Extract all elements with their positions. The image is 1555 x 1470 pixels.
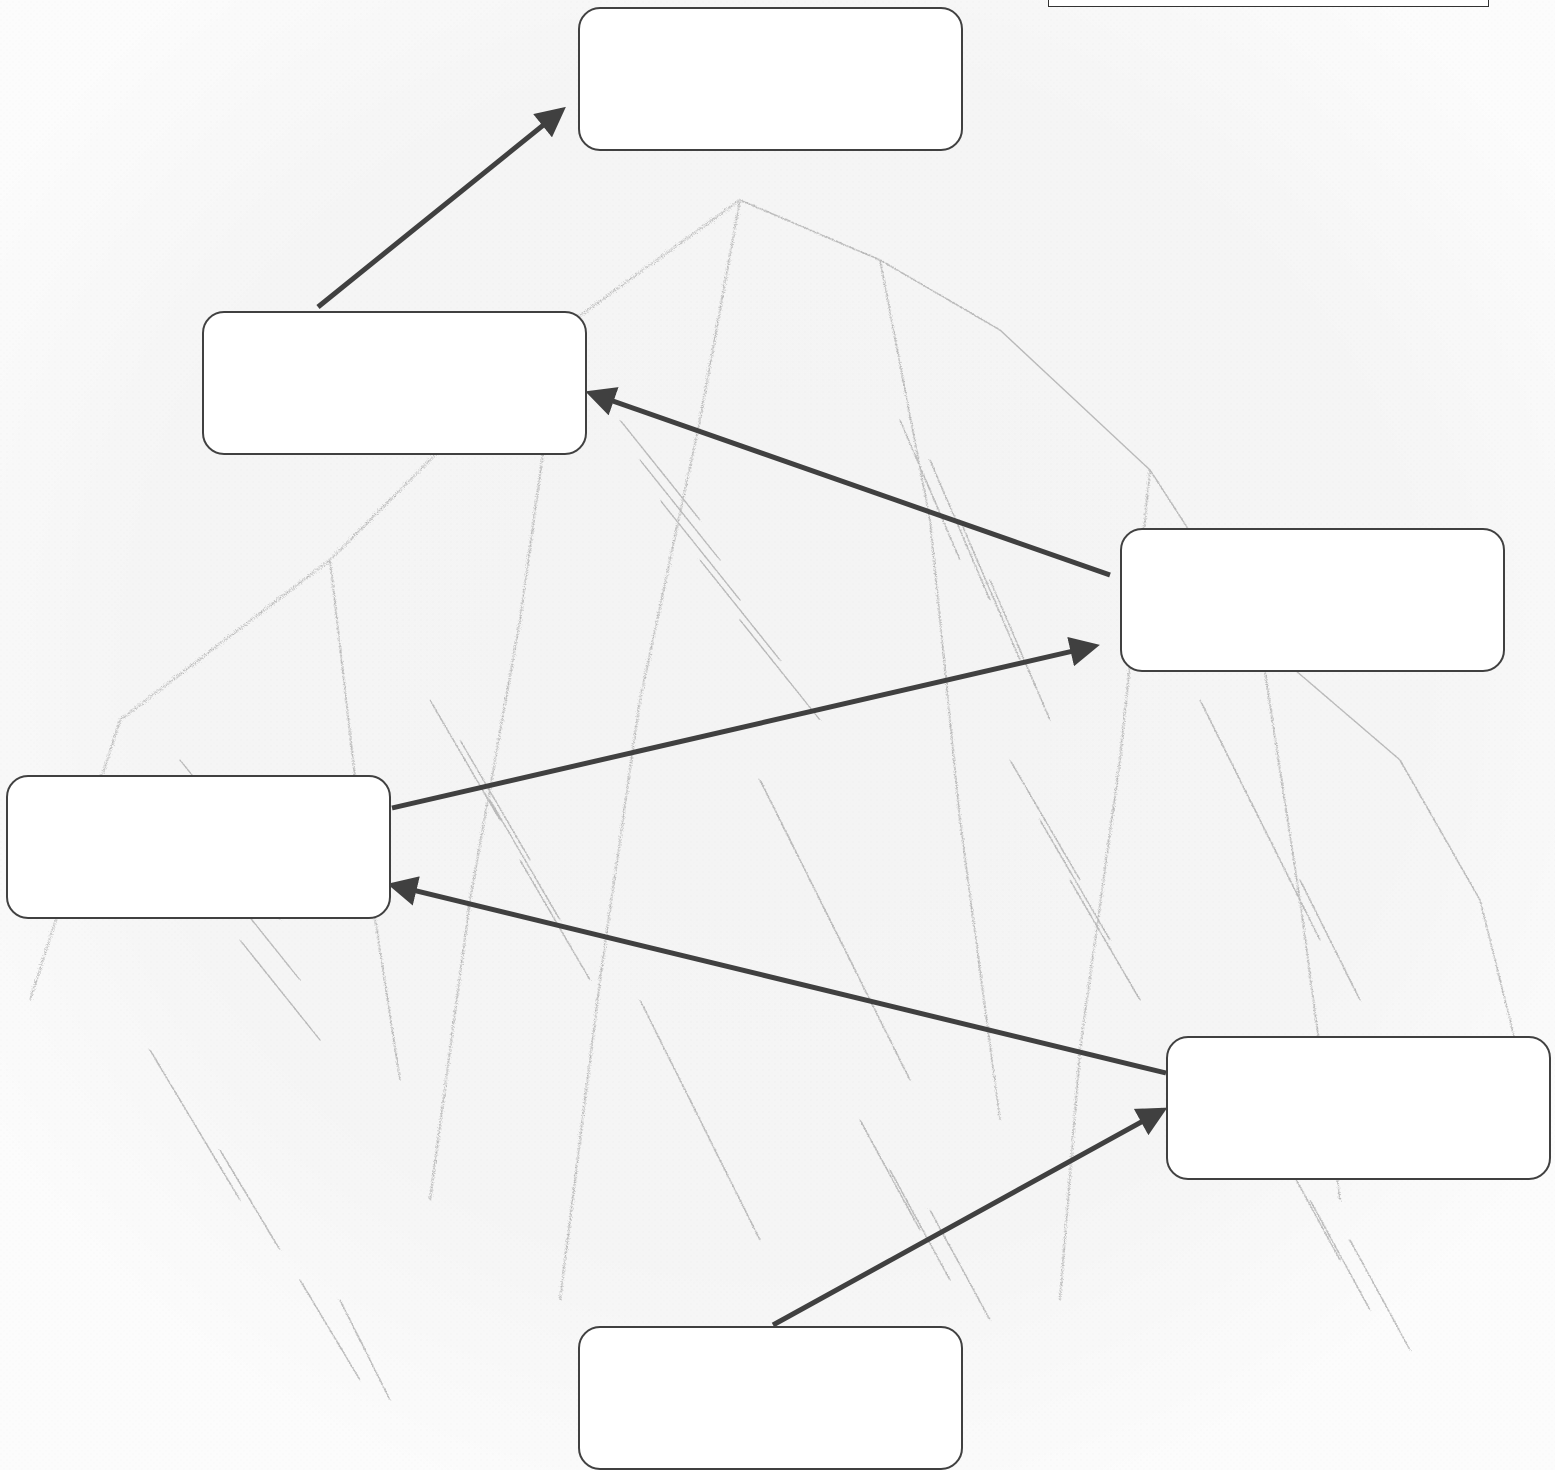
diagram-box-4 [6,775,391,919]
title-frame [1048,0,1489,7]
diagram-box-6 [578,1326,963,1470]
diagram-box-2 [202,311,587,455]
diagram-box-5 [1166,1036,1551,1180]
diagram-box-1 [578,7,963,151]
diagram-box-3 [1120,528,1505,672]
